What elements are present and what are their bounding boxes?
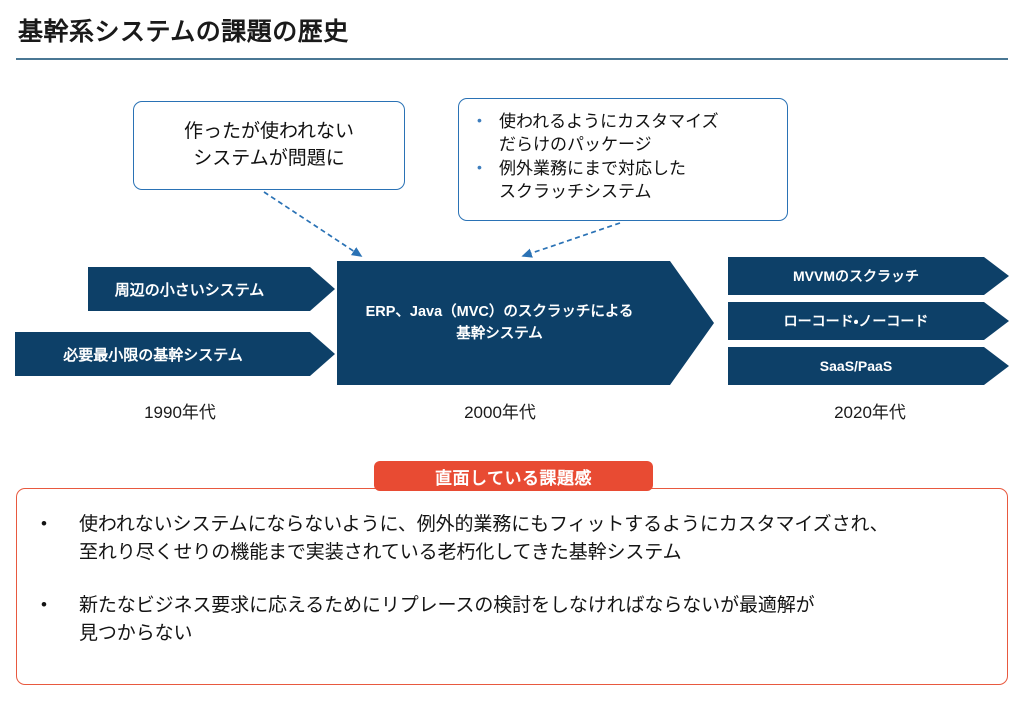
callout-customization: • 使われるようにカスタマイズ だらけのパッケージ • 例外業務にまで対応した … bbox=[458, 98, 788, 221]
list-item: • 使われるようにカスタマイズ だらけのパッケージ bbox=[473, 110, 777, 156]
era-label-1990s: 1990年代 bbox=[144, 403, 216, 422]
era-label-2020s: 2020年代 bbox=[834, 403, 906, 422]
chevron-lowcode-nocode-label: ローコード・ノーコード bbox=[783, 313, 929, 329]
current-issues-list: • 使われないシステムにならないように、例外的業務にもフィットするようにカスタマ… bbox=[33, 511, 991, 647]
chevron-lowcode-nocode: ローコード・ノーコード bbox=[728, 302, 1009, 340]
callout-problem-unused: 作ったが使われない システムが問題に bbox=[133, 101, 405, 190]
bullet-glyph: • bbox=[477, 159, 482, 176]
callout-customization-item-1: 例外業務にまで対応した スクラッチシステム bbox=[499, 159, 686, 202]
page-title: 基幹系システムの課題の歴史 bbox=[18, 18, 349, 46]
bullet-glyph: • bbox=[477, 112, 482, 128]
chevron-mvvm-scratch-label: MVVMのスクラッチ bbox=[793, 268, 919, 284]
chevron-erp-java-scratch-label: ERP、Java（MVC）のスクラッチによる 基幹システム bbox=[365, 303, 634, 342]
chevron-erp-java-scratch: ERP、Java（MVC）のスクラッチによる 基幹システム bbox=[337, 261, 714, 385]
list-item: • 使われないシステムにならないように、例外的業務にもフィットするようにカスタマ… bbox=[33, 511, 991, 566]
status-badge-current-issues: 直面している課題感 bbox=[374, 461, 653, 491]
chevron-peripheral-systems: 周辺の小さいシステム bbox=[88, 267, 335, 311]
bullet-glyph: • bbox=[41, 595, 47, 615]
current-issues-item-1: 新たなビジネス要求に応えるためにリプレースの検討をしなければならないが最適解が … bbox=[79, 595, 815, 644]
chevron-peripheral-systems-label: 周辺の小さいシステム bbox=[114, 281, 265, 299]
chevron-saas-paas: SaaS/PaaS bbox=[728, 347, 1009, 385]
connector-line-callout1 bbox=[263, 191, 363, 257]
callout-customization-list: • 使われるようにカスタマイズ だらけのパッケージ • 例外業務にまで対応した … bbox=[473, 110, 777, 203]
title-divider bbox=[16, 58, 1008, 60]
era-label-2000s: 2000年代 bbox=[464, 403, 536, 422]
chevron-saas-paas-label: SaaS/PaaS bbox=[819, 358, 893, 374]
callout-problem-unused-text: 作ったが使われない システムが問題に bbox=[183, 121, 355, 169]
current-issues-box: • 使われないシステムにならないように、例外的業務にもフィットするようにカスタマ… bbox=[16, 488, 1008, 685]
bullet-glyph: • bbox=[41, 514, 47, 533]
chevron-minimal-core-system-label: 必要最小限の基幹システム bbox=[63, 346, 243, 364]
callout-customization-item-0: 使われるようにカスタマイズ だらけのパッケージ bbox=[499, 112, 719, 155]
list-item: • 新たなビジネス要求に応えるためにリプレースの検討をしなければならないが最適解… bbox=[33, 592, 991, 647]
chevron-minimal-core-system: 必要最小限の基幹システム bbox=[15, 332, 335, 376]
current-issues-item-0: 使われないシステムにならないように、例外的業務にもフィットするようにカスタマイズ… bbox=[79, 514, 889, 563]
list-item: • 例外業務にまで対応した スクラッチシステム bbox=[473, 157, 777, 203]
chevron-mvvm-scratch: MVVMのスクラッチ bbox=[728, 257, 1009, 295]
connector-line-callout2 bbox=[521, 222, 621, 258]
